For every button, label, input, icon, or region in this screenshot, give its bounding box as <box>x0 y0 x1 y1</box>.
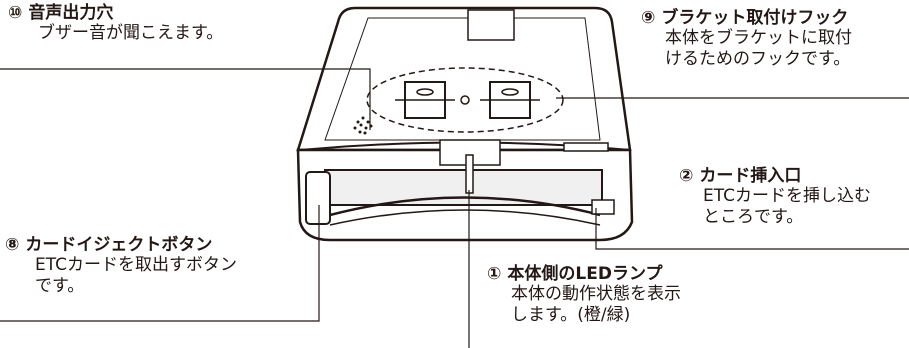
callout-number: ⑧ <box>5 235 20 255</box>
top-panel <box>467 9 515 41</box>
callout-desc: 本体をブラケットに取付 <box>665 28 852 49</box>
callout-desc: ブザー音が聞こえます。 <box>38 23 224 44</box>
callout-number: ① <box>487 264 502 284</box>
callout-desc: けるためのフックです。 <box>665 48 851 69</box>
leader-2 <box>595 208 909 250</box>
side-bar <box>563 142 609 152</box>
callout-desc: ところです。 <box>703 206 804 227</box>
callout-title: 本体側のLEDランプ <box>507 264 663 284</box>
callout-desc: 本体の動作状態を表示 <box>511 284 681 305</box>
hook-highlight <box>366 67 564 133</box>
callout-title: カード挿入口 <box>699 166 802 186</box>
callout-title: ブラケット取付けフック <box>661 8 849 28</box>
hook-left <box>395 81 455 119</box>
callout-title: 音声出力穴 <box>28 3 114 23</box>
callout-number: ② <box>679 166 694 186</box>
callout-number: ⑩ <box>8 3 23 23</box>
eject-button <box>305 171 331 225</box>
callout-desc: です。 <box>35 275 85 296</box>
callout-desc: ETCカードを挿し込む <box>703 186 871 207</box>
callout-title: カードイジェクトボタン <box>25 235 213 255</box>
slot-curve-lower <box>329 209 601 226</box>
callout-desc: ETCカードを取出すボタン <box>35 255 237 276</box>
leader-8 <box>0 205 320 322</box>
callout-number: ⑨ <box>641 8 656 28</box>
slot-right-stub <box>591 199 615 215</box>
center-marker <box>460 95 470 105</box>
hook-right <box>480 81 540 119</box>
device-body <box>296 6 632 152</box>
callout-desc: します。(橙/緑) <box>511 304 631 325</box>
leader-10 <box>0 68 371 130</box>
card-slot <box>324 169 603 206</box>
slot-curve <box>329 196 601 217</box>
led-lamp <box>465 154 474 194</box>
speaker-holes <box>353 116 373 135</box>
